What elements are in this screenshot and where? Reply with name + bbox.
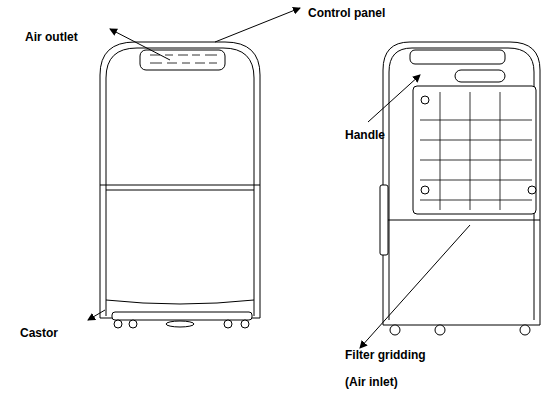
part-label: Castor — [20, 326, 58, 340]
handle-grip — [455, 70, 505, 82]
part-label: Control panel — [308, 6, 385, 20]
part-label: Filter gridding — [345, 348, 426, 362]
back-body — [383, 42, 540, 325]
front-body — [100, 42, 260, 318]
part-label: Air outlet — [25, 30, 78, 44]
leader-lines — [88, 8, 470, 348]
filter-grille — [413, 86, 536, 214]
part-label: (Air inlet) — [345, 375, 398, 389]
part-label: Handle — [345, 128, 385, 142]
front-top-panel — [140, 50, 225, 70]
